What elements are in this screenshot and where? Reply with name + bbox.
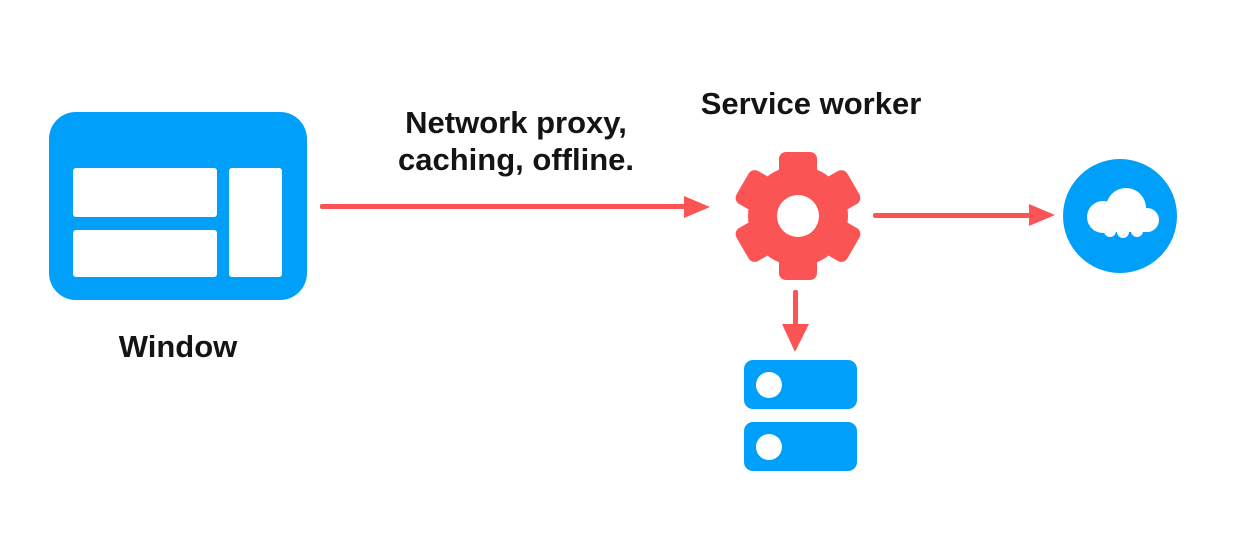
arrow-head bbox=[1029, 204, 1055, 226]
gear-hub-hole bbox=[777, 195, 819, 237]
cloud-glyph bbox=[1087, 188, 1159, 238]
database-disk-1-light bbox=[756, 372, 782, 398]
arrow-service-worker-to-database bbox=[782, 290, 809, 352]
arrow-window-to-service-worker bbox=[320, 196, 710, 218]
arrow-shaft bbox=[873, 213, 1031, 218]
service-worker-label: Service worker bbox=[700, 86, 922, 121]
cloud-scallop-2 bbox=[1117, 226, 1129, 238]
window-content-row-2 bbox=[73, 230, 217, 277]
arrow-service-worker-to-cloud bbox=[873, 204, 1055, 226]
gear-icon bbox=[735, 152, 861, 280]
cloud-scallop-1 bbox=[1104, 225, 1116, 237]
window-label: Window bbox=[118, 329, 238, 364]
cloud-scallop-3 bbox=[1131, 225, 1143, 237]
arrow-shaft bbox=[793, 290, 798, 326]
window-sidebar-panel bbox=[229, 168, 282, 277]
arrow-head bbox=[684, 196, 710, 218]
window-content-row-1 bbox=[73, 168, 217, 217]
database-icon bbox=[744, 360, 857, 471]
database-disk-2-light bbox=[756, 434, 782, 460]
arrow-head bbox=[782, 324, 809, 352]
cloud-icon bbox=[1063, 159, 1177, 273]
arrow-shaft bbox=[320, 204, 686, 209]
browser-window-icon bbox=[49, 112, 307, 300]
edge-label-network-proxy: Network proxy, caching, offline. bbox=[398, 105, 634, 177]
